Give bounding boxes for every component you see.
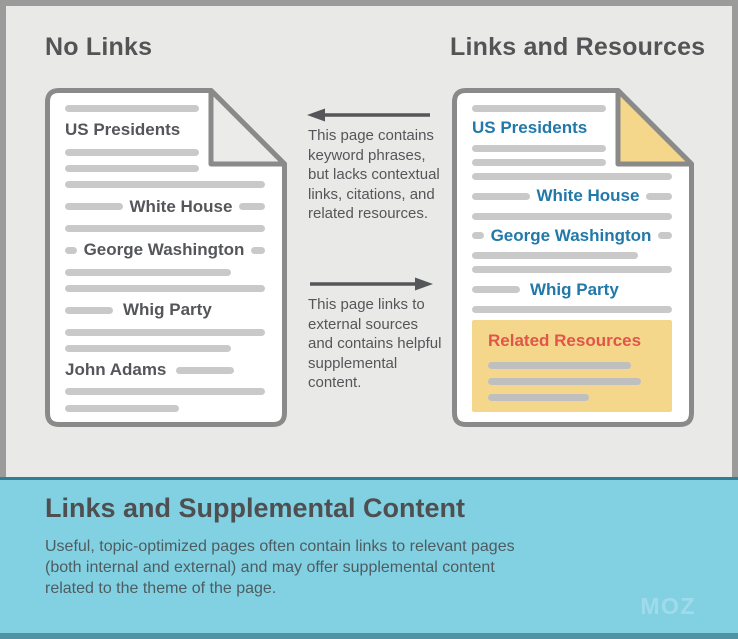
document-row xyxy=(65,181,265,189)
text-line-bar xyxy=(65,284,265,292)
document-row: White House xyxy=(65,196,265,216)
text-line-bar xyxy=(251,246,265,254)
arrow-right-icon xyxy=(310,277,433,291)
keyword-label: US Presidents xyxy=(472,118,588,138)
no-links-note: This page contains keyword phrases, but … xyxy=(308,127,440,222)
text-line-bar xyxy=(472,158,606,166)
keyword-label: John Adams xyxy=(65,360,167,380)
keyword-label: George Washington xyxy=(490,225,652,245)
document-row: White House xyxy=(472,187,672,205)
text-line-bar xyxy=(65,164,199,172)
document-row xyxy=(472,212,672,220)
text-line-bar xyxy=(65,344,231,352)
document-row xyxy=(472,144,672,152)
resource-line-bar xyxy=(488,394,589,401)
document-row xyxy=(65,164,265,172)
folded-corner-icon xyxy=(208,88,287,167)
text-line-bar xyxy=(65,306,113,314)
document-row xyxy=(65,105,265,112)
keyword-label: Whig Party xyxy=(530,279,619,299)
related-resources-box: Related Resources xyxy=(472,320,672,412)
resource-line-bar xyxy=(488,378,641,385)
document-row: George Washington xyxy=(472,227,672,245)
document-row xyxy=(472,173,672,181)
keyword-label: US Presidents xyxy=(65,120,181,140)
text-line-bar xyxy=(472,232,484,240)
document-row xyxy=(65,328,265,336)
text-line-bar xyxy=(65,268,231,276)
page-with-folded-corner-graphic xyxy=(45,88,287,427)
document-row xyxy=(65,268,265,276)
document-row xyxy=(65,404,265,412)
text-line-bar xyxy=(65,328,265,336)
resource-line-bar xyxy=(488,362,631,369)
panel-title: Links and Supplemental Content xyxy=(45,493,466,523)
links-and-resources-heading: Links and Resources xyxy=(450,33,706,61)
document-row xyxy=(65,344,265,352)
keyword-label: George Washington xyxy=(83,240,245,260)
text-line-bar xyxy=(65,404,179,412)
document-row xyxy=(65,148,265,156)
moz-logo: MOZ xyxy=(640,593,696,619)
text-line-bar xyxy=(65,148,199,156)
document-row: US Presidents xyxy=(65,121,265,139)
document-row xyxy=(472,105,672,112)
document-row xyxy=(65,388,265,396)
document-row xyxy=(65,224,265,232)
keyword-label: White House xyxy=(129,196,233,216)
text-line-bar xyxy=(472,266,672,274)
keyword-label: Whig Party xyxy=(123,300,212,320)
text-line-bar xyxy=(238,203,265,211)
text-line-bar xyxy=(65,224,265,232)
comparison-section: No Links Links and Resources US Presiden… xyxy=(0,0,738,477)
text-line-bar xyxy=(65,246,77,254)
document-row: Whig Party xyxy=(65,301,265,319)
text-line-bar xyxy=(65,388,265,396)
document-row xyxy=(472,158,672,166)
text-line-bar xyxy=(65,105,199,112)
arrow-left-icon xyxy=(307,108,430,122)
text-line-bar xyxy=(472,286,520,294)
panel-description: Useful, topic-optimized pages often cont… xyxy=(45,538,515,597)
document-row: US Presidents xyxy=(472,119,672,137)
related-resources-title: Related Resources xyxy=(488,331,642,351)
document-row xyxy=(472,266,672,274)
no-links-heading: No Links xyxy=(45,33,153,61)
document-row xyxy=(472,305,672,313)
document-row xyxy=(65,284,265,292)
text-line-bar xyxy=(658,232,672,240)
keyword-label: White House xyxy=(536,186,640,206)
text-line-bar xyxy=(472,105,606,112)
document-row xyxy=(472,252,672,260)
document-row: Whig Party xyxy=(472,279,672,299)
text-line-bar xyxy=(176,366,235,374)
text-line-bar xyxy=(472,305,672,313)
text-line-bar xyxy=(65,181,265,189)
text-line-bar xyxy=(472,144,606,152)
text-line-bar xyxy=(472,212,672,220)
text-line-bar xyxy=(472,173,672,181)
text-line-bar xyxy=(472,252,638,260)
text-line-bar xyxy=(645,192,672,200)
folded-corner-icon xyxy=(615,88,694,167)
text-line-bar xyxy=(65,203,123,211)
document-row: John Adams xyxy=(65,361,265,379)
document-row: George Washington xyxy=(65,241,265,259)
links-note: This page links to external sources and … xyxy=(308,296,442,391)
footer-panel: Links and Supplemental Content Useful, t… xyxy=(0,477,738,639)
text-line-bar xyxy=(472,192,530,200)
